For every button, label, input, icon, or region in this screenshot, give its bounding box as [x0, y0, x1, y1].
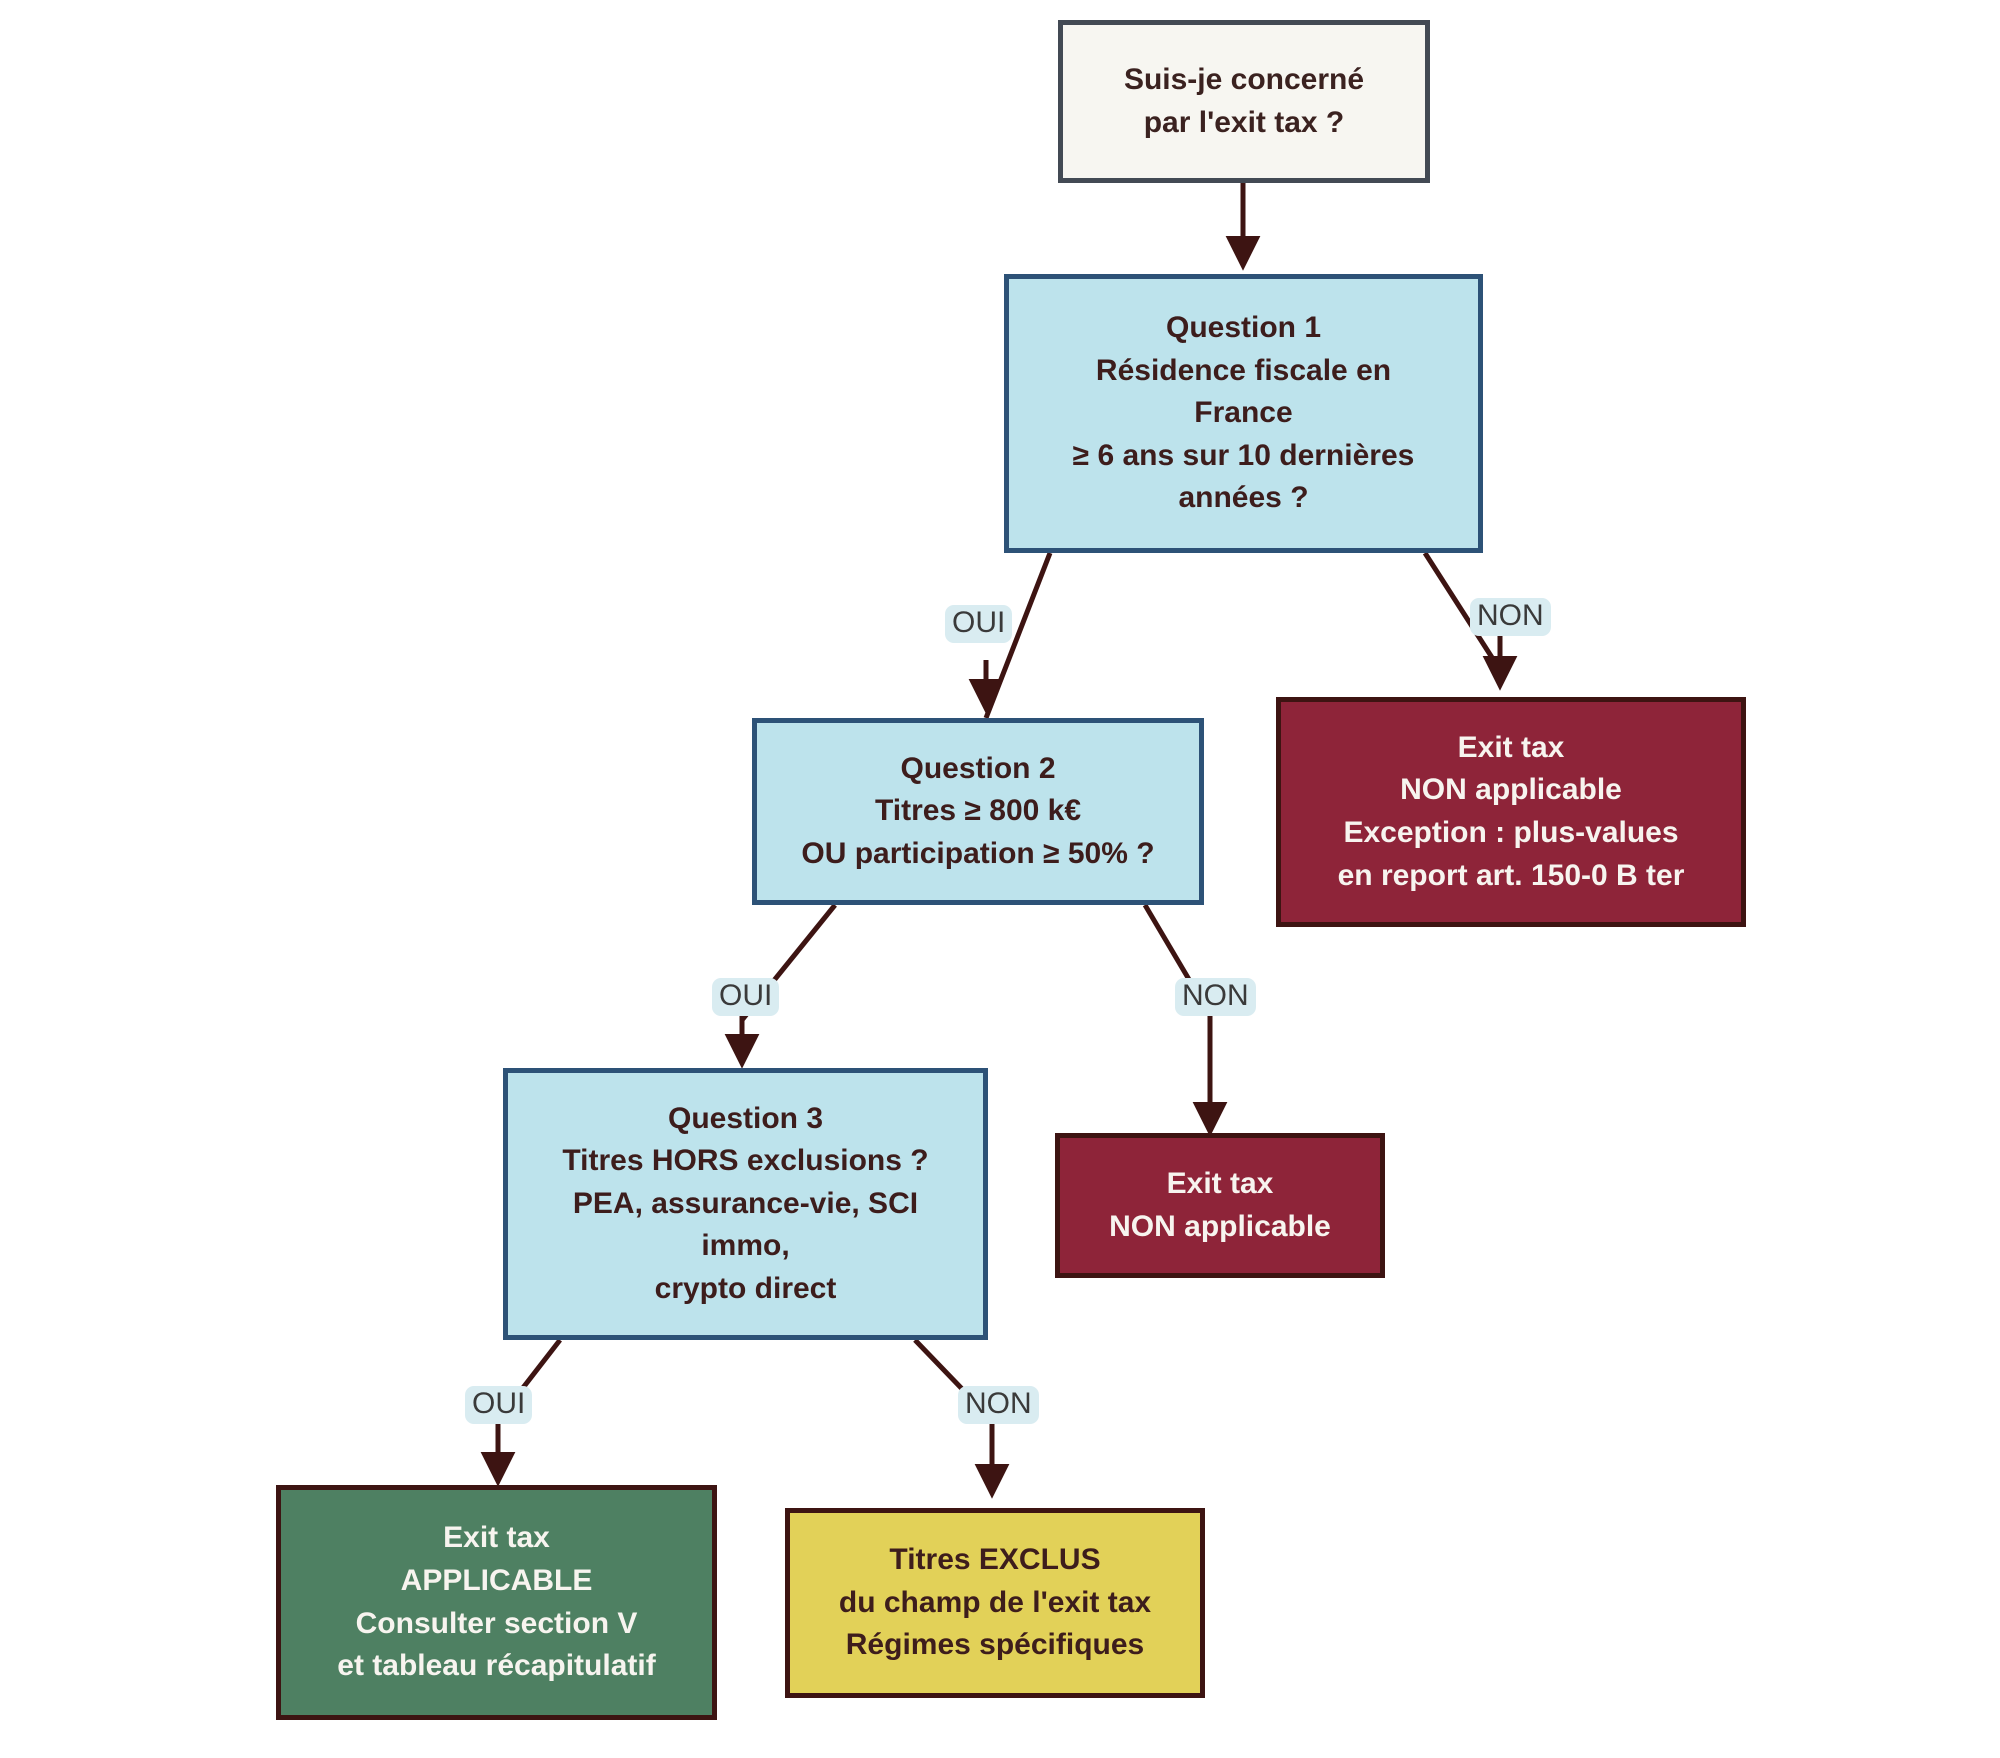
edge-label-question3-yes: OUI	[465, 1386, 533, 1424]
node-question2-line-1: Question 2	[900, 751, 1056, 785]
node-outcome-exception-line-1: Exit tax	[1457, 730, 1565, 764]
edge-label-question1-no: NON	[1470, 598, 1551, 636]
node-question1-line-4: ≥ 6 ans sur 10 dernières	[1072, 438, 1415, 472]
node-start[interactable]: Suis-je concerné par l'exit tax ?	[1058, 20, 1430, 183]
node-outcome-not-applicable-line-2: NON applicable	[1109, 1209, 1331, 1243]
node-outcome-applicable[interactable]: Exit tax APPLICABLE Consulter section V …	[276, 1485, 717, 1720]
node-question3-line-2: Titres HORS exclusions ?	[562, 1144, 929, 1178]
node-start-line-2: par l'exit tax ?	[1143, 105, 1345, 139]
node-outcome-exception-line-3: Exception : plus-values	[1343, 816, 1679, 849]
node-outcome-excluded-line-2: du champ de l'exit tax	[838, 1585, 1152, 1619]
edge-label-question2-yes: OUI	[712, 978, 780, 1016]
node-outcome-applicable-line-3: Consulter section V	[355, 1606, 638, 1640]
node-question1[interactable]: Question 1 Résidence fiscale en France ≥…	[1004, 274, 1483, 553]
node-question1-line-3: France	[1194, 396, 1293, 430]
node-question2-line-2: Titres ≥ 800 k€	[874, 794, 1082, 828]
node-outcome-excluded[interactable]: Titres EXCLUS du champ de l'exit tax Rég…	[785, 1508, 1205, 1698]
node-question1-line-5: années ?	[1178, 481, 1309, 515]
edge-label-question1-yes: OUI	[945, 605, 1013, 643]
node-question3[interactable]: Question 3 Titres HORS exclusions ? PEA,…	[503, 1068, 988, 1340]
node-outcome-not-applicable[interactable]: Exit tax NON applicable	[1055, 1133, 1385, 1278]
node-question3-line-1: Question 3	[667, 1101, 824, 1135]
edge-label-question3-no: NON	[958, 1386, 1039, 1424]
node-question1-line-1: Question 1	[1165, 311, 1322, 345]
node-question2[interactable]: Question 2 Titres ≥ 800 k€ OU participat…	[752, 718, 1204, 905]
node-outcome-excluded-line-3: Régimes spécifiques	[845, 1628, 1145, 1662]
node-outcome-excluded-line-1: Titres EXCLUS	[889, 1543, 1101, 1577]
node-outcome-applicable-line-1: Exit tax	[443, 1521, 550, 1555]
node-question3-line-4: immo,	[701, 1229, 790, 1263]
node-question1-line-2: Résidence fiscale en	[1095, 353, 1392, 387]
edge-label-question2-no: NON	[1175, 978, 1256, 1016]
node-outcome-exception-line-4: en report art. 150-0 B ter	[1337, 858, 1685, 892]
node-outcome-applicable-line-2: APPLICABLE	[400, 1563, 593, 1597]
node-outcome-exception-line-2: NON applicable	[1400, 773, 1622, 807]
node-start-line-1: Suis-je concerné	[1123, 62, 1365, 96]
node-question3-line-3: PEA, assurance-vie, SCI	[572, 1186, 919, 1220]
node-outcome-not-applicable-line-1: Exit tax	[1166, 1166, 1274, 1200]
node-outcome-applicable-line-4: et tableau récapitulatif	[337, 1649, 656, 1683]
node-outcome-not-applicable-exception[interactable]: Exit tax NON applicable Exception : plus…	[1276, 697, 1746, 927]
node-question3-line-5: crypto direct	[654, 1271, 837, 1305]
node-question2-line-3: OU participation ≥ 50% ?	[801, 836, 1155, 870]
edge-question2-to-outcome-not-applicable	[1142, 903, 1228, 1137]
